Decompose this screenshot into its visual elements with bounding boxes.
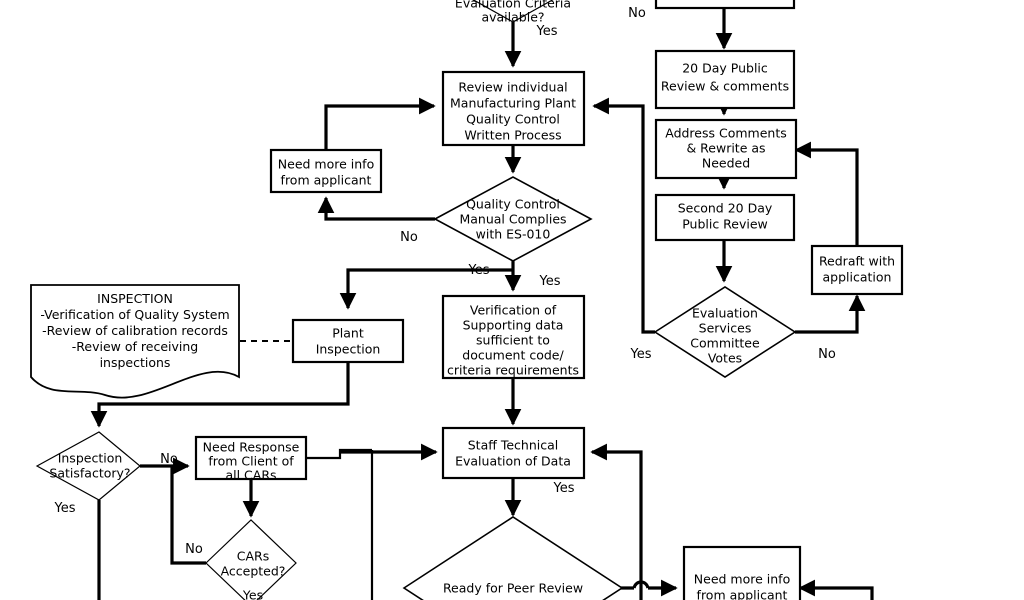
committee-line3: Committee	[690, 336, 760, 351]
second-twenty-line2: Public Review	[682, 217, 768, 232]
node-need-response-from-client[interactable]: Need Response from Client of all CARs	[194, 435, 308, 483]
node-need-more-info-from-applicant-left[interactable]: Need more info from applicant	[269, 148, 383, 194]
edge-committee-yes-to-review	[592, 97, 655, 334]
need-response-line3: all CARs	[225, 468, 276, 483]
review-individual-line2: Manufacturing Plant	[450, 96, 576, 111]
edge-farright-to-needinfo-right	[798, 579, 874, 600]
node-review-individual-manufacturing[interactable]: Review individual Manufacturing Plant Qu…	[441, 70, 586, 147]
edge-qcmanual-no-to-needinfo	[317, 196, 435, 221]
staff-technical-line1: Staff Technical	[468, 438, 558, 453]
verification-line5: criteria requirements	[447, 363, 579, 378]
node-plant-inspection[interactable]: Plant Inspection	[291, 318, 405, 364]
need-response-line2: from Client of	[208, 454, 294, 469]
second-twenty-line1: Second 20 Day	[678, 201, 773, 216]
review-individual-line3: Quality Control	[466, 112, 560, 127]
label-qc-yes-right: Yes	[539, 274, 561, 289]
node-redraft-with-application[interactable]: Redraft with application	[810, 244, 904, 296]
node-staff-technical-evaluation[interactable]: Staff Technical Evaluation of Data	[441, 426, 586, 480]
evaluation-criteria-line2: available?	[481, 10, 544, 25]
inspection-note-line1: INSPECTION	[97, 291, 173, 306]
verification-line4: document code/	[462, 348, 564, 363]
committee-line2: Services	[699, 321, 752, 336]
evaluation-criteria-line1: Evaluation Criteria	[455, 0, 571, 11]
label-criteria-yes: Yes	[536, 24, 558, 39]
verification-line2: Supporting data	[463, 318, 564, 333]
edge-carsaccepted-no-to-needresponse	[170, 466, 206, 565]
label-committee-no: No	[818, 347, 836, 362]
cars-accepted-line2: Accepted?	[221, 564, 286, 579]
redraft-line2: application	[823, 270, 892, 285]
need-more-info-left-line2: from applicant	[281, 173, 372, 188]
redraft-line1: Redraft with	[819, 254, 895, 269]
need-more-info-left-line1: Need more info	[278, 157, 374, 172]
edge-peerreview-to-needinfo-right	[620, 582, 676, 588]
node-second-20-day-public-review[interactable]: Second 20 Day Public Review	[654, 193, 796, 242]
inspection-note-line3: -Review of calibration records	[42, 323, 228, 338]
plant-inspection-line2: Inspection	[316, 342, 381, 357]
node-ready-for-peer-review[interactable]: Ready for Peer Review	[402, 516, 624, 600]
twenty-day-line1: 20 Day Public	[682, 61, 768, 76]
cars-accepted-line1: CARs	[237, 549, 269, 564]
node-cars-accepted[interactable]: CARs Accepted? Yes	[205, 519, 297, 600]
inspection-note-line5: inspections	[100, 355, 171, 370]
edge-committee-no-to-redraft	[795, 294, 866, 334]
label-inspection-yes: Yes	[54, 501, 76, 516]
staff-technical-line2: Evaluation of Data	[455, 454, 571, 469]
need-more-info-right-line1: Need more info	[694, 572, 790, 587]
label-qc-no: No	[400, 230, 418, 245]
inspection-satisfactory-line1: Inspection	[58, 451, 123, 466]
node-need-more-info-from-applicant-right[interactable]: Need more info from applicant	[682, 545, 802, 600]
verification-line1: Verification of	[470, 303, 557, 318]
address-comments-line3: Needed	[702, 156, 750, 171]
node-inspection-satisfactory[interactable]: Inspection Satisfactory?	[35, 431, 141, 501]
label-qc-yes-left: Yes	[468, 263, 490, 278]
review-individual-line1: Review individual	[458, 80, 567, 95]
ready-peer-review-label: Ready for Peer Review	[443, 581, 583, 596]
need-response-line1: Need Response	[203, 440, 300, 455]
need-more-info-right-line2: from applicant	[697, 588, 788, 600]
node-inspection-note[interactable]: INSPECTION -Verification of Quality Syst…	[30, 284, 240, 399]
edge-feedback-to-stafftechnical-right	[590, 443, 643, 600]
label-topright-no: No	[628, 6, 646, 21]
node-qc-manual-complies[interactable]: Quality Control Manual Complies with ES-…	[433, 176, 593, 262]
edge-needresponse-right-jog	[306, 448, 374, 600]
qc-manual-line3: with ES-010	[476, 227, 551, 242]
cars-accepted-yes-label: Yes	[242, 588, 263, 600]
node-verification-supporting-data[interactable]: Verification of Supporting data sufficie…	[441, 294, 586, 380]
address-comments-line1: Address Comments	[665, 126, 787, 141]
label-staff-yes: Yes	[553, 481, 575, 496]
inspection-satisfactory-line2: Satisfactory?	[49, 466, 130, 481]
edge-label-group: Yes No No Yes Yes Yes No No Yes No Yes	[54, 6, 836, 557]
edge-qcmanual-yes-to-plantinspection	[339, 268, 513, 310]
edge-needinfo-to-review	[324, 97, 436, 150]
node-address-comments[interactable]: Address Comments & Rewrite as Needed	[654, 118, 798, 180]
committee-line1: Evaluation	[692, 306, 758, 321]
twenty-day-line2: Review & comments	[661, 79, 789, 94]
inspection-note-line4: -Review of receiving	[72, 339, 198, 354]
qc-manual-line1: Quality Control	[466, 197, 560, 212]
committee-line4: Votes	[708, 351, 742, 366]
node-20-day-public-review[interactable]: 20 Day Public Review & comments	[654, 49, 796, 110]
inspection-note-line2: -Verification of Quality System	[40, 307, 229, 322]
plant-inspection-line1: Plant	[332, 326, 364, 341]
label-cars-no: No	[185, 542, 203, 557]
node-topright-cutoff-box[interactable]	[654, 0, 796, 10]
review-individual-line4: Written Process	[464, 128, 561, 143]
node-evaluation-services-committee-votes[interactable]: Evaluation Services Committee Votes	[653, 286, 797, 378]
label-inspection-no: No	[160, 452, 178, 467]
edge-plantinspection-to-inspectionsat	[90, 362, 350, 428]
edge-redraft-to-address	[794, 141, 859, 246]
node-evaluation-criteria-available[interactable]: Evaluation Criteria available?	[420, 0, 606, 25]
qc-manual-line2: Manual Complies	[459, 212, 566, 227]
verification-line3: sufficient to	[476, 333, 550, 348]
label-committee-yes: Yes	[630, 347, 652, 362]
address-comments-line2: & Rewrite as	[686, 141, 765, 156]
